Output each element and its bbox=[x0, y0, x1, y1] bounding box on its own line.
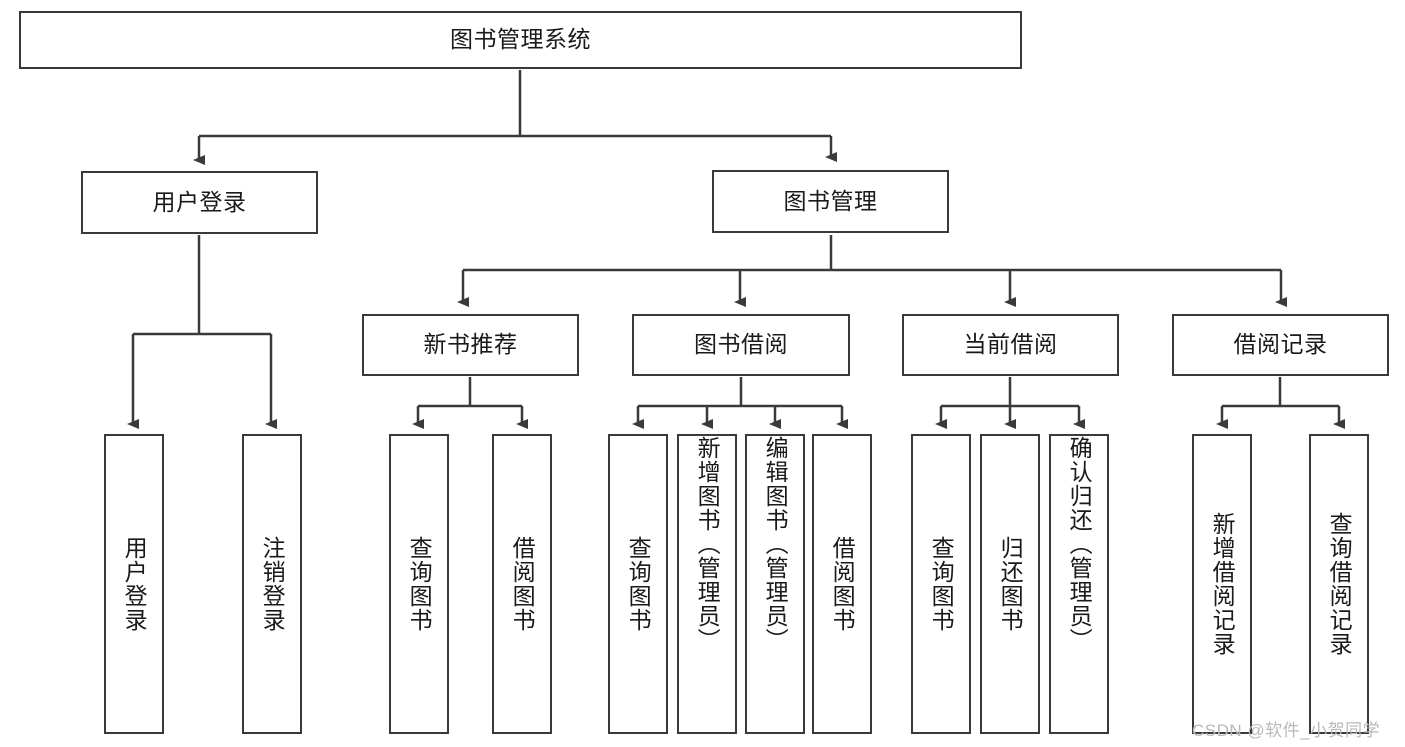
leaf-edit-book[interactable]: 编辑图书（管理员） bbox=[745, 434, 805, 734]
csdn-watermark: CSDN @软件_小贺同学 bbox=[1192, 721, 1381, 740]
node-user-login[interactable]: 用户登录 bbox=[81, 171, 318, 234]
node-label: 归还图书 bbox=[997, 536, 1024, 632]
leaf-confirm-return[interactable]: 确认归还（管理员） bbox=[1049, 434, 1109, 734]
node-label: 注销登录 bbox=[259, 536, 286, 632]
node-borrow-record[interactable]: 借阅记录 bbox=[1172, 314, 1389, 376]
leaf-user-login[interactable]: 用户登录 bbox=[104, 434, 164, 734]
node-label: 新增借阅记录 bbox=[1209, 512, 1236, 656]
node-label: 查询图书 bbox=[406, 536, 433, 632]
node-label: 用户登录 bbox=[121, 536, 148, 632]
node-label: 图书借阅 bbox=[694, 331, 788, 358]
node-label: 编辑图书（管理员） bbox=[762, 436, 789, 652]
node-new-book-rec[interactable]: 新书推荐 bbox=[362, 314, 579, 376]
node-book-manage[interactable]: 图书管理 bbox=[712, 170, 949, 233]
node-label: 用户登录 bbox=[152, 188, 247, 215]
leaf-add-book[interactable]: 新增图书（管理员） bbox=[677, 434, 737, 734]
node-label: 查询图书 bbox=[625, 536, 652, 632]
leaf-borrow-book-1[interactable]: 借阅图书 bbox=[492, 434, 552, 734]
node-book-borrow[interactable]: 图书借阅 bbox=[632, 314, 850, 376]
node-label: 新增图书（管理员） bbox=[694, 436, 721, 652]
leaf-query-record[interactable]: 查询借阅记录 bbox=[1309, 434, 1369, 734]
node-label: 借阅记录 bbox=[1233, 331, 1328, 358]
node-current-borrow[interactable]: 当前借阅 bbox=[902, 314, 1119, 376]
node-label: 图书管理 bbox=[783, 187, 878, 214]
leaf-logout[interactable]: 注销登录 bbox=[242, 434, 302, 734]
node-label: 查询借阅记录 bbox=[1326, 512, 1353, 656]
node-label: 确认归还（管理员） bbox=[1066, 436, 1093, 652]
node-label: 图书管理系统 bbox=[450, 26, 591, 53]
node-label: 借阅图书 bbox=[509, 536, 536, 632]
leaf-add-record[interactable]: 新增借阅记录 bbox=[1192, 434, 1252, 734]
leaf-query-book-1[interactable]: 查询图书 bbox=[389, 434, 449, 734]
leaf-query-book-2[interactable]: 查询图书 bbox=[608, 434, 668, 734]
leaf-borrow-book-2[interactable]: 借阅图书 bbox=[812, 434, 872, 734]
node-label: 新书推荐 bbox=[423, 331, 518, 358]
leaf-query-book-3[interactable]: 查询图书 bbox=[911, 434, 971, 734]
node-label: 当前借阅 bbox=[963, 331, 1058, 358]
node-label: 查询图书 bbox=[928, 536, 955, 632]
leaf-return-book[interactable]: 归还图书 bbox=[980, 434, 1040, 734]
node-root-system[interactable]: 图书管理系统 bbox=[19, 11, 1022, 69]
node-label: 借阅图书 bbox=[829, 536, 856, 632]
